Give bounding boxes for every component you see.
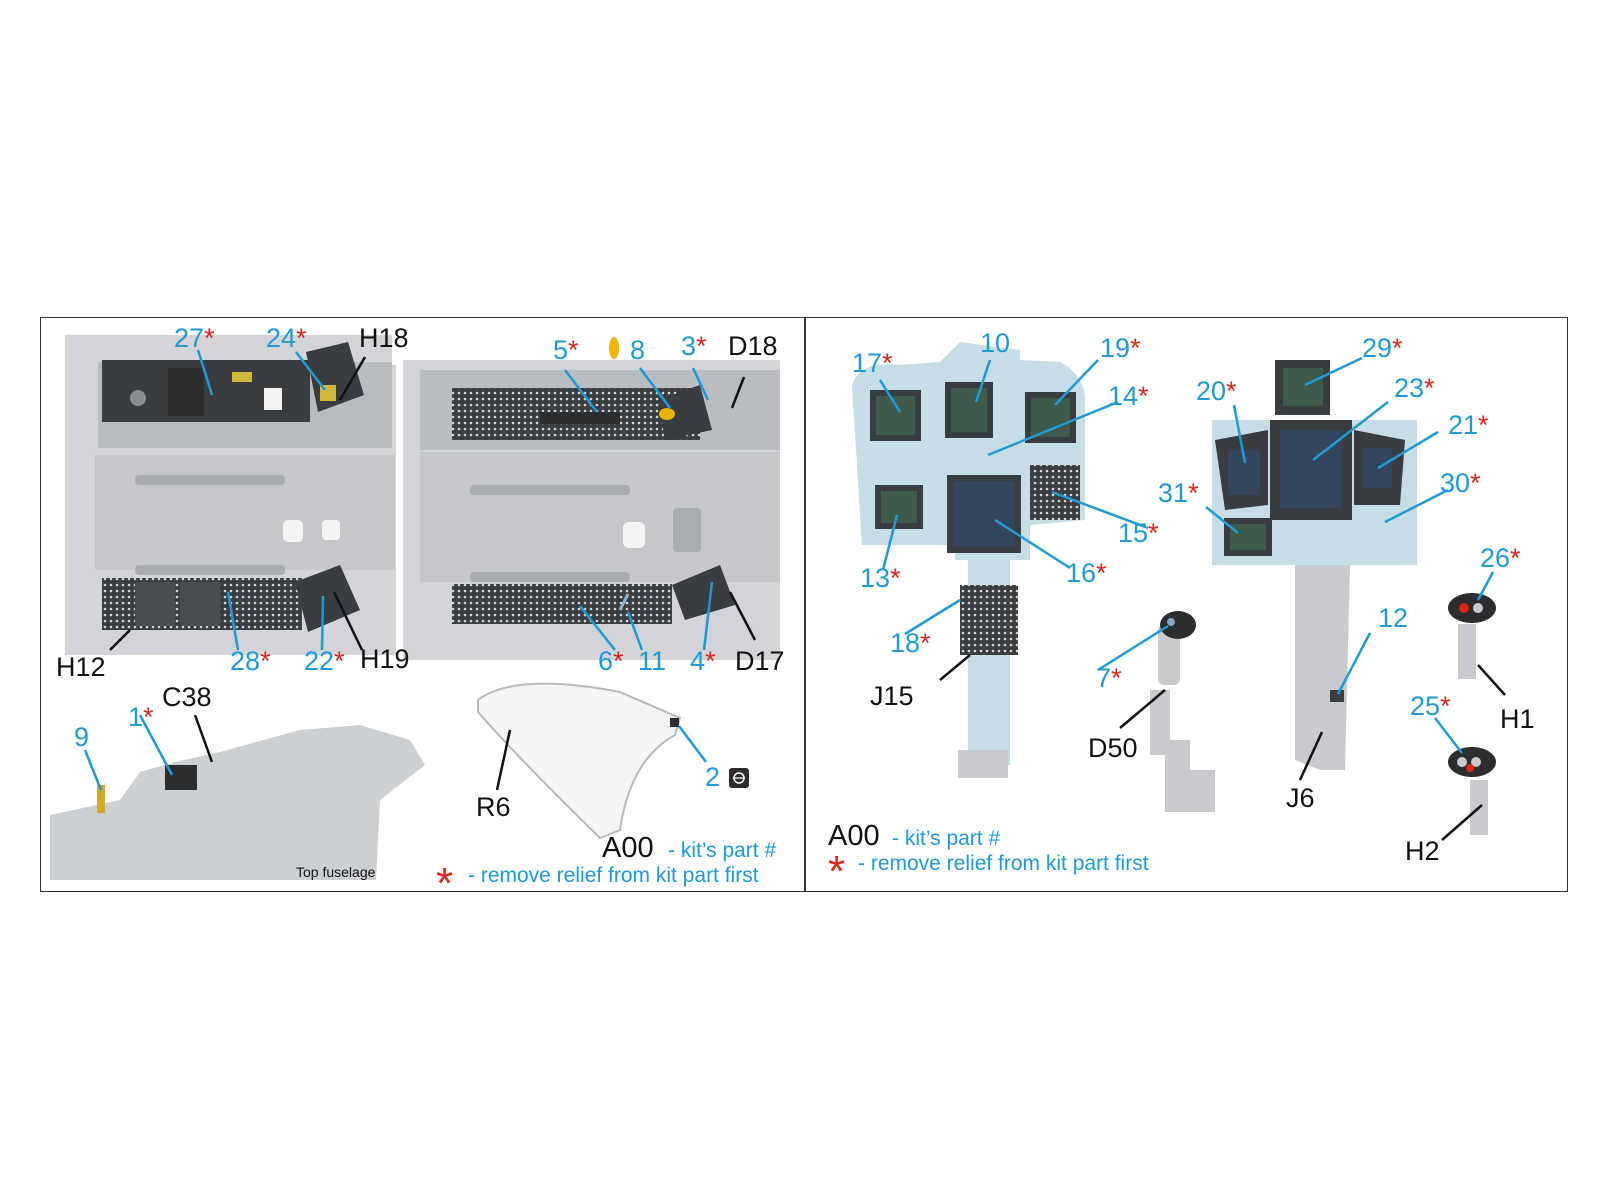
console-panel-6	[452, 584, 672, 624]
legend-kit-code-left: A00	[602, 832, 654, 864]
legend-kit-text-right: - kit’s part #	[892, 827, 1001, 850]
label-part-5: 5*	[553, 335, 579, 365]
label-kit-h1: H1	[1500, 704, 1535, 734]
label-part-1: 1*	[128, 702, 154, 732]
label-part-22: 22*	[304, 646, 345, 676]
label-part-6: 6*	[598, 646, 624, 676]
legend-remove-text-left: - remove relief from kit part first	[468, 864, 759, 887]
control-stick-part	[1150, 611, 1215, 812]
label-part-24: 24*	[266, 323, 307, 353]
leader-lines-black	[109, 356, 1506, 841]
panel-divider	[804, 317, 806, 892]
label-part-14: 14*	[1108, 381, 1149, 411]
label-part-30: 30*	[1440, 468, 1481, 498]
label-kit-j6: J6	[1286, 783, 1315, 813]
label-part-9: 9	[74, 722, 90, 752]
legend-star-left: *	[436, 859, 454, 908]
small-part-h2	[1448, 747, 1496, 835]
instrument-panel-front	[852, 342, 1085, 778]
label-part-12: 12	[1378, 603, 1409, 633]
label-kit-d17: D17	[735, 646, 785, 676]
side-panel-22	[295, 565, 360, 632]
label-kit-h12: H12	[56, 652, 106, 682]
label-kit-d18: D18	[728, 331, 778, 361]
legend-remove-text-right: - remove relief from kit part first	[858, 852, 1149, 875]
label-part-26: 26*	[1480, 543, 1521, 573]
label-part-23: 23*	[1394, 373, 1435, 403]
label-part-8: 8	[630, 335, 646, 365]
label-part-18: 18*	[890, 628, 931, 658]
label-kit-r6: R6	[476, 792, 511, 822]
label-part-4: 4*	[690, 646, 716, 676]
label-part-17: 17*	[852, 348, 893, 378]
label-part-20: 20*	[1196, 376, 1237, 406]
small-part-h1	[1448, 593, 1496, 679]
label-part-19: 19*	[1100, 333, 1141, 363]
label-part-2: 2	[705, 762, 721, 792]
legend-star-right: *	[828, 847, 846, 896]
label-part-21: 21*	[1448, 410, 1489, 440]
legend-kit-code-right: A00	[828, 820, 880, 852]
label-part-27: 27*	[174, 323, 215, 353]
label-part-7: 7*	[1096, 663, 1122, 693]
label-kit-j15: J15	[870, 681, 914, 711]
label-part-28: 28*	[230, 646, 271, 676]
label-part-16: 16*	[1066, 558, 1107, 588]
label-part-25: 25*	[1410, 691, 1451, 721]
cockpit-tub-right	[403, 360, 780, 660]
top-fuselage-part	[50, 725, 425, 880]
label-kit-h18: H18	[359, 323, 409, 353]
label-part-31: 31*	[1158, 478, 1199, 508]
cockpit-tub-left	[65, 335, 396, 655]
legend-kit-text-left: - kit’s part #	[668, 839, 777, 862]
label-kit-h2: H2	[1405, 836, 1440, 866]
instrument-panel-rear	[1212, 360, 1417, 770]
label-part-15: 15*	[1118, 518, 1159, 548]
label-part-10: 10	[980, 328, 1011, 358]
label-part-29: 29*	[1362, 333, 1403, 363]
label-part-3: 3*	[681, 331, 707, 361]
label-kit-c38: C38	[162, 682, 212, 712]
label-part-11: 11	[638, 646, 667, 676]
canopy-part	[477, 682, 682, 840]
yellow-part-marker	[609, 337, 619, 359]
label-kit-d50: D50	[1088, 733, 1138, 763]
label-kit-h19: H19	[360, 644, 410, 674]
caption-top-fuselage: Top fuselage	[296, 864, 376, 880]
label-part-13: 13*	[860, 563, 901, 593]
leader-lines-blue	[83, 349, 1495, 791]
